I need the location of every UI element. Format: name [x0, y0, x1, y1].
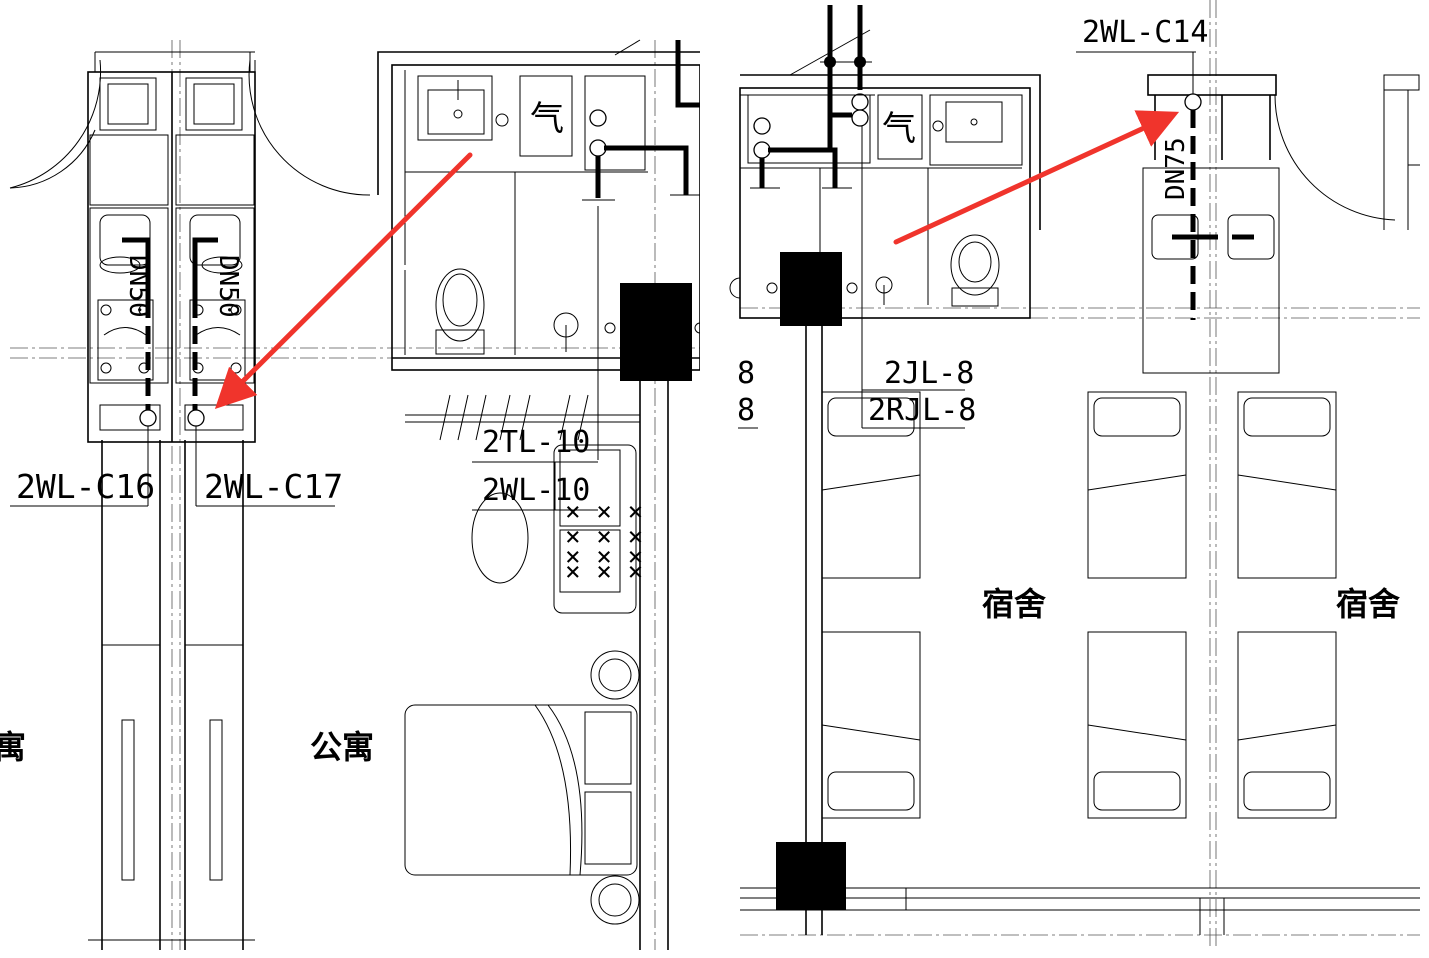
drain-pipes-left	[122, 237, 218, 427]
pipe-labels-apartment: 2TL-10 2WL-10	[472, 206, 599, 511]
twin-bathroom-units: DN50 DN50	[87, 71, 256, 443]
door-swings-left	[9, 51, 371, 196]
structural-column-right-upper	[780, 252, 842, 326]
riser-c17	[187, 409, 205, 427]
svg-text:× × ×: × × ×	[565, 497, 643, 527]
dorm-shaft-unit: DN75	[1142, 74, 1420, 374]
riser-c16	[139, 409, 157, 427]
label-2wl-c17: 2WL-C17	[204, 467, 343, 506]
room-label-dorm-left: 宿舍	[982, 585, 1046, 623]
corridor-walls-left	[88, 380, 669, 950]
dorm-beds-middle	[1087, 391, 1187, 819]
label-2rjl-8: 2RJL-8	[868, 393, 976, 428]
dorm-beds-right	[1237, 391, 1337, 819]
room-label-apartment-partial: 寓	[0, 728, 26, 766]
structural-column-right-lower	[776, 842, 846, 910]
label-edge-8-bottom: 8	[737, 393, 755, 428]
left-panel: DN50 DN50 2WL-C16 2WL-C17	[0, 39, 706, 950]
room-label-dorm-right: 宿舍	[1336, 585, 1400, 623]
label-2wl-c14: 2WL-C14	[1082, 15, 1208, 50]
dorm-bathroom: 气	[729, 74, 1041, 319]
door-panels-left	[121, 719, 223, 881]
svg-text:× × ×: × × ×	[565, 542, 643, 572]
label-2jl-8: 2JL-8	[884, 356, 974, 391]
label-2tl-10: 2TL-10	[482, 425, 590, 460]
pipe-label-c14: 2WL-C14	[1076, 15, 1208, 94]
gas-glyph-right: 气	[882, 109, 916, 149]
annotation-arrow-left	[214, 152, 473, 410]
supply-pipes-right	[789, 5, 872, 150]
dn75-label: DN75	[1161, 137, 1191, 200]
right-panel: 气	[729, 0, 1420, 950]
dn50-label-right: DN50	[213, 255, 243, 318]
label-2wl-10: 2WL-10	[482, 473, 590, 508]
grid-lines-right	[740, 0, 1420, 950]
apartment-bathroom: 气	[377, 39, 706, 371]
label-2wl-c16: 2WL-C16	[16, 467, 155, 506]
riser-c14	[1184, 93, 1202, 111]
annotation-arrow-right	[893, 110, 1180, 245]
dorm-beds-left	[821, 391, 921, 819]
structural-column-left	[620, 283, 692, 381]
pipe-labels-dorm: 2JL-8 2RJL-8 8 8	[737, 126, 976, 429]
svg-text:× × ×: × × ×	[565, 557, 643, 587]
label-edge-8-top: 8	[737, 356, 755, 391]
pipe-labels-left: 2WL-C16 2WL-C17	[10, 426, 343, 507]
room-label-apartment: 公寓	[310, 728, 374, 766]
svg-text:× × ×: × × ×	[565, 522, 643, 552]
gas-glyph-left: 气	[530, 99, 564, 139]
apartment-furniture: × × × × × × × × × × × ×	[404, 394, 643, 925]
